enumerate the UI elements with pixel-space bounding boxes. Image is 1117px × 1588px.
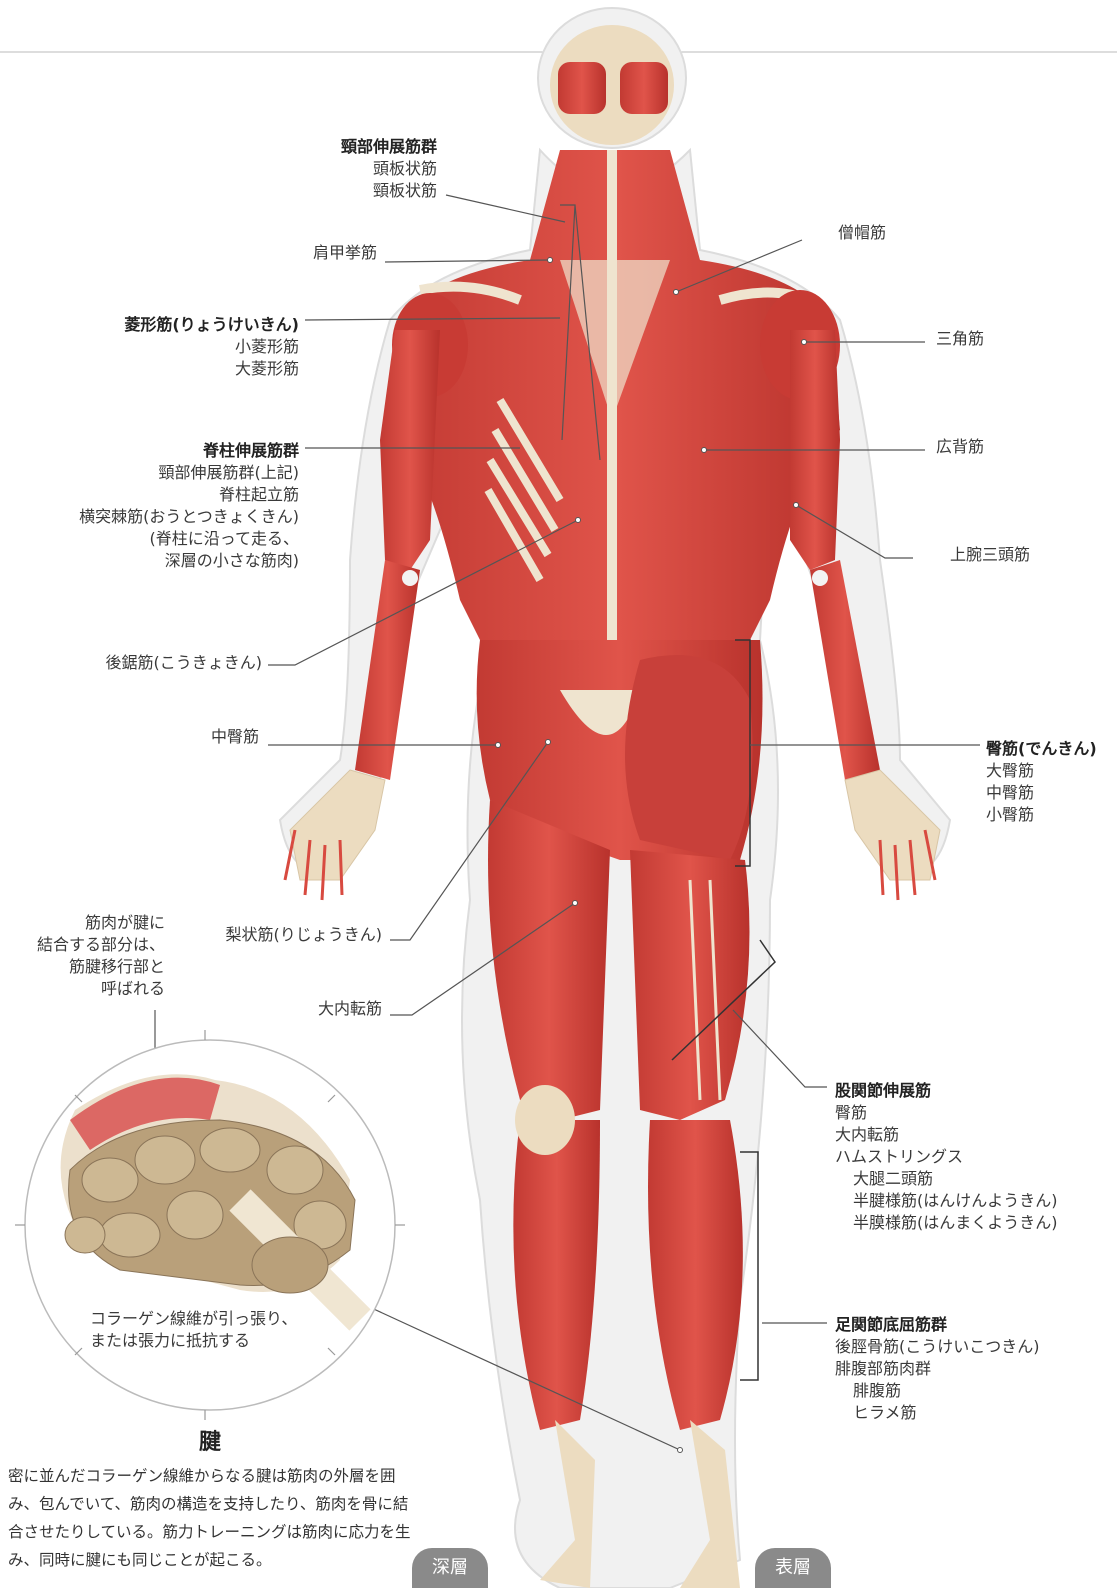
label-title: 脊柱伸展筋群 <box>79 440 299 462</box>
tendon-body: 密に並んだコラーゲン線維からなる腱は筋肉の外層を囲み、包んでいて、筋肉の構造を支… <box>8 1462 418 1574</box>
label-adductor-magnus: 大内転筋 <box>318 998 382 1020</box>
label-title: 臀筋(でんきん) <box>986 738 1097 760</box>
label-erector-group: 脊柱伸展筋群 頸部伸展筋群(上記) 脊柱起立筋 横突棘筋(おうとつきょくきん) … <box>79 440 299 572</box>
label-line: 大内転筋 <box>835 1124 1058 1146</box>
label-line: 大菱形筋 <box>124 358 299 380</box>
label-line: 小臀筋 <box>986 804 1097 826</box>
label-line: 小菱形筋 <box>124 336 299 358</box>
label-line: 頸板状筋 <box>341 180 437 202</box>
label-title: 股関節伸展筋 <box>835 1080 1058 1102</box>
callout-line: または張力に抵抗する <box>90 1330 297 1352</box>
label-levator-scapulae: 肩甲挙筋 <box>313 242 377 264</box>
label-latissimus: 広背筋 <box>936 436 984 458</box>
label-line: (脊柱に沿って走る、 <box>79 528 299 550</box>
callout-line: コラーゲン線維が引っ張り、 <box>90 1308 297 1330</box>
tendon-callout-circle <box>15 1030 405 1420</box>
badge-deep: 深層 <box>412 1548 488 1588</box>
label-trapezius: 僧帽筋 <box>838 222 886 244</box>
label-line: 臀筋 <box>835 1102 1058 1124</box>
label-piriformis: 梨状筋(りじょうきん) <box>226 924 383 946</box>
label-gluteals: 臀筋(でんきん) 大臀筋 中臀筋 小臀筋 <box>986 738 1097 826</box>
label-line: 腓腹部筋肉群 <box>835 1358 1040 1380</box>
label-subline: 腓腹筋 <box>835 1380 1040 1402</box>
label-line: 脊柱起立筋 <box>79 484 299 506</box>
label-subline: 大腿二頭筋 <box>835 1168 1058 1190</box>
label-line: 後脛骨筋(こうけいこつきん) <box>835 1336 1040 1358</box>
label-line: 頭板状筋 <box>341 158 437 180</box>
label-line: ハムストリングス <box>835 1146 1058 1168</box>
label-ankle-plantar: 足関節底屈筋群 後脛骨筋(こうけいこつきん) 腓腹部筋肉群 腓腹筋 ヒラメ筋 <box>835 1314 1040 1424</box>
label-title: 足関節底屈筋群 <box>835 1314 1040 1336</box>
label-subline: 半膜様筋(はんまくようきん) <box>835 1212 1058 1234</box>
badge-surface: 表層 <box>755 1548 831 1588</box>
head <box>550 25 674 145</box>
callout-line: 筋腱移行部と <box>37 956 165 978</box>
callout-junction: 筋肉が腱に 結合する部分は、 筋腱移行部と 呼ばれる <box>37 912 165 1000</box>
label-gluteus-medius: 中臀筋 <box>211 726 259 748</box>
label-title: 菱形筋(りょうけいきん) <box>124 314 299 336</box>
callout-line: 呼ばれる <box>37 978 165 1000</box>
callout-collagen: コラーゲン線維が引っ張り、 または張力に抵抗する <box>90 1308 297 1352</box>
label-line: 横突棘筋(おうとつきょくきん) <box>79 506 299 528</box>
label-deltoid: 三角筋 <box>936 328 984 350</box>
label-neck-extensors: 頸部伸展筋群 頭板状筋 頸板状筋 <box>341 136 437 202</box>
label-serratus-posterior: 後鋸筋(こうきょきん) <box>106 652 263 674</box>
label-title: 頸部伸展筋群 <box>341 136 437 158</box>
label-hip-extensors: 股関節伸展筋 臀筋 大内転筋 ハムストリングス 大腿二頭筋 半腱様筋(はんけんよ… <box>835 1080 1058 1234</box>
label-line: 頸部伸展筋群(上記) <box>79 462 299 484</box>
label-subline: ヒラメ筋 <box>835 1402 1040 1424</box>
label-line: 中臀筋 <box>986 782 1097 804</box>
label-subline: 半腱様筋(はんけんようきん) <box>835 1190 1058 1212</box>
label-line: 大臀筋 <box>986 760 1097 782</box>
torso <box>392 150 840 650</box>
label-line: 深層の小さな筋肉) <box>79 550 299 572</box>
tendon-title: 腱 <box>140 1424 280 1456</box>
label-triceps: 上腕三頭筋 <box>950 544 1030 566</box>
callout-line: 筋肉が腱に <box>37 912 165 934</box>
label-rhomboids: 菱形筋(りょうけいきん) 小菱形筋 大菱形筋 <box>124 314 299 380</box>
callout-line: 結合する部分は、 <box>37 934 165 956</box>
